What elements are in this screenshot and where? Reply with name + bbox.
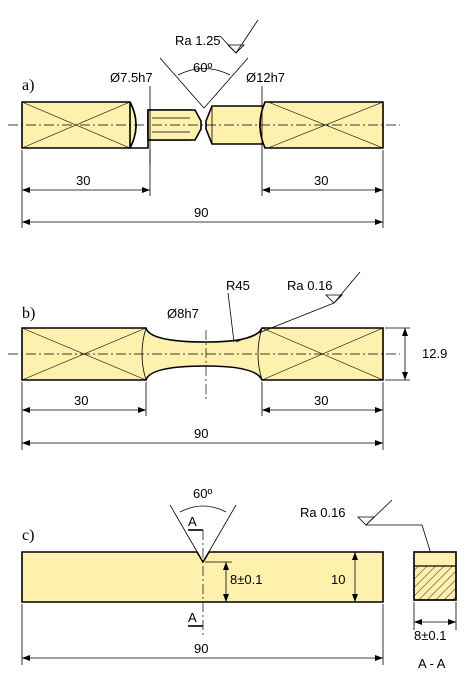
section-name-label: A - A bbox=[418, 656, 446, 671]
radius-leader bbox=[227, 292, 235, 343]
height-c-label: 10 bbox=[331, 572, 345, 587]
dim-b-left: 30 bbox=[74, 393, 88, 408]
ligament-label: 8±0.1 bbox=[230, 572, 262, 587]
ra-a-leader bbox=[219, 35, 237, 54]
panel-a: a) 60º Ra 1.25 Ø7.5h7 Ø12h7 bbox=[8, 19, 400, 228]
specimen-c-bar bbox=[21, 551, 384, 603]
ra-b-label: Ra 0.16 bbox=[287, 278, 333, 293]
angle-line bbox=[169, 504, 204, 563]
ra-c-label: Ra 0.16 bbox=[300, 505, 346, 520]
ra-c-leader bbox=[366, 524, 433, 558]
d-small-label: Ø7.5h7 bbox=[110, 70, 153, 85]
section-aa-hatch bbox=[413, 565, 457, 601]
angle-c-label: 60º bbox=[193, 486, 212, 501]
panel-b: b) Ø8h7 R45 Ra 0.16 12.9 30 30 90 bbox=[8, 271, 447, 450]
ra-b-symbol bbox=[325, 294, 343, 304]
angle-arc bbox=[179, 505, 227, 513]
ra-c-leader bbox=[365, 499, 393, 526]
ra-a-leader bbox=[235, 19, 259, 54]
dim-b-right: 30 bbox=[314, 393, 328, 408]
section-width-label: 8±0.1 bbox=[414, 628, 446, 643]
ra-b-leader bbox=[333, 271, 361, 304]
arrowheads bbox=[223, 562, 229, 602]
panel-a-label: a) bbox=[22, 77, 34, 94]
d-large-label: Ø12h7 bbox=[246, 70, 285, 85]
section-mark-bottom: A bbox=[188, 610, 197, 625]
section-mark-top: A bbox=[188, 514, 197, 529]
d-neck-label: Ø8h7 bbox=[167, 306, 199, 321]
dim-b-total: 90 bbox=[194, 426, 208, 441]
angle-line bbox=[159, 57, 205, 109]
panel-c-label: c) bbox=[22, 527, 34, 544]
angle-line bbox=[202, 504, 237, 563]
panel-c: c) 60º A A 8±0.1 10 90 Ra 0.16 bbox=[21, 486, 457, 671]
angle-arc bbox=[177, 68, 231, 76]
dim-c-total: 90 bbox=[194, 641, 208, 656]
angle-line bbox=[203, 57, 249, 109]
height-b-label: 12.9 bbox=[422, 346, 447, 361]
dim-a-right: 30 bbox=[314, 173, 328, 188]
radius-label: R45 bbox=[226, 278, 250, 293]
dim-a-total: 90 bbox=[194, 205, 208, 220]
angle-a-label: 60º bbox=[193, 60, 212, 75]
dim-a-left: 30 bbox=[76, 173, 90, 188]
ra-b-leader bbox=[235, 302, 335, 343]
ra-a-symbol bbox=[227, 44, 245, 54]
ra-a-label: Ra 1.25 bbox=[175, 33, 221, 48]
grip-cross-right bbox=[267, 101, 384, 149]
panel-b-label: b) bbox=[22, 305, 35, 322]
ra-c-symbol bbox=[357, 516, 375, 526]
